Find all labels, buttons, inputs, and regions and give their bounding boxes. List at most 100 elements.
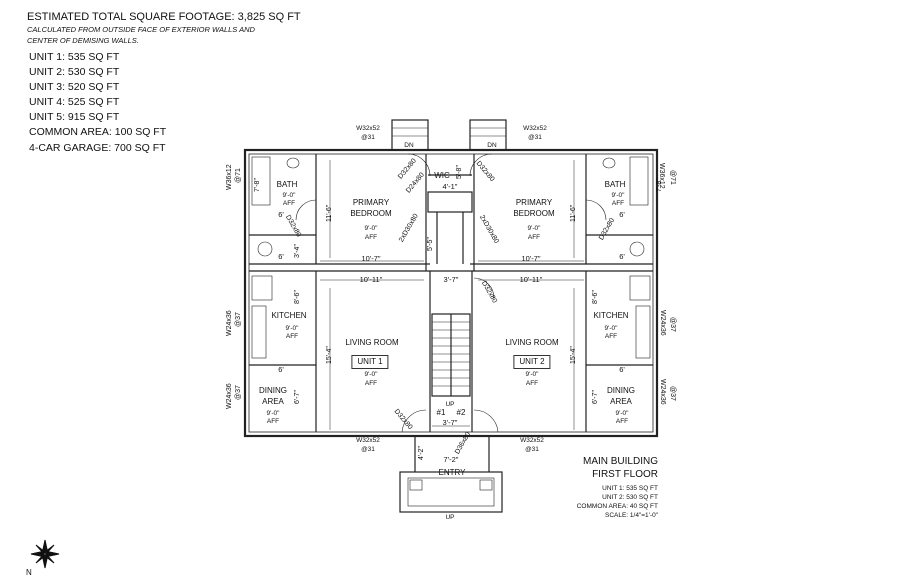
dim-wic-depth: 5'-8" (456, 165, 463, 179)
kitchen-aff-right-2: AFF (604, 333, 618, 340)
area-common: COMMON AREA: 100 SQ FT (29, 126, 167, 138)
dn-label-right: DN (487, 142, 497, 149)
kitchen-label-left: KITCHEN (271, 311, 307, 320)
window-dining-left: W24x36 (226, 383, 233, 409)
dining-label-right-1: DINING (607, 386, 635, 395)
bedroom-aff-left: 9'-0" (364, 225, 378, 232)
window-kitchen-right: W24x36 (659, 310, 666, 336)
window-top-left-sill: @31 (361, 134, 375, 141)
dim-living-left: 10'-11" (359, 275, 383, 284)
bedroom-label-left-2: BEDROOM (350, 209, 392, 218)
window-bath-right-sill: @71 (669, 170, 676, 185)
bedroom-aff-right-2: AFF (527, 234, 541, 241)
window-bottom-left-sill: @31 (361, 446, 375, 453)
dining-label-left-2: AREA (262, 397, 284, 406)
drawing-title: ESTIMATED TOTAL SQUARE FOOTAGE: 3,825 SQ… (27, 11, 301, 23)
living-room-label-right: LIVING ROOM (505, 338, 559, 347)
dining-label-left-1: DINING (259, 386, 287, 395)
dim-bedroom-depth-right: 11'-6" (570, 204, 577, 222)
area-unit-1: UNIT 1: 535 SQ FT (29, 51, 120, 63)
kitchen-aff-right: 9'-0" (604, 325, 618, 332)
dim-dining-left: 6' (278, 365, 284, 374)
window-dining-right: W24x36 (659, 379, 666, 405)
north-arrow-icon (30, 539, 60, 569)
bedroom-aff-left-2: AFF (364, 234, 378, 241)
dim-bedroom-left: 10'-7" (361, 254, 381, 263)
kitchen-aff-left-2: AFF (285, 333, 299, 340)
entry-label: ENTRY (438, 468, 466, 477)
dim-living-depth-right: 15'-4" (570, 346, 577, 364)
dim-kitchen-depth-right: 8'-6" (592, 290, 599, 304)
area-garage: 4-CAR GARAGE: 700 SQ FT (29, 142, 166, 154)
dim-bath-depth-left: 7'-8" (254, 178, 261, 192)
dim-bath-left: 6' (278, 210, 284, 219)
dim-entry-depth: 4'-2" (418, 446, 425, 460)
dn-label-left: DN (404, 142, 414, 149)
dim-living-right: 10'-11" (519, 275, 543, 284)
kitchen-label-right: KITCHEN (593, 311, 629, 320)
window-kitchen-left: W24x36 (226, 310, 233, 336)
living-room-label-left: LIVING ROOM (345, 338, 399, 347)
living-aff-right: 9'-0" (525, 371, 539, 378)
window-top-right: W32x52 (523, 125, 547, 132)
window-bottom-right-sill: @31 (525, 446, 539, 453)
stair-1-label: #1 (436, 408, 446, 417)
window-dining-left-sill: @37 (235, 385, 242, 400)
window-kitchen-left-sill: @37 (235, 312, 242, 327)
dim-laundry-right: 6' (619, 252, 625, 261)
dining-label-right-2: AREA (610, 397, 632, 406)
stair-up-label: UP (445, 401, 455, 408)
living-aff-right-2: AFF (525, 380, 539, 387)
living-aff-left-2: AFF (364, 380, 378, 387)
dim-laundry-depth: 3'-4" (294, 244, 301, 258)
window-bottom-left: W32x52 (356, 437, 380, 444)
area-unit-5: UNIT 5: 915 SQ FT (29, 111, 120, 123)
dining-aff-right-2: AFF (615, 418, 629, 425)
dim-dining-right: 6' (619, 365, 625, 374)
dim-bedroom-right: 10'-7" (521, 254, 541, 263)
dining-aff-left-2: AFF (266, 418, 280, 425)
bath-label-left: BATH (276, 180, 298, 189)
living-aff-left: 9'-0" (364, 371, 378, 378)
area-unit-2: UNIT 2: 530 SQ FT (29, 66, 120, 78)
area-unit-4: UNIT 4: 525 SQ FT (29, 96, 120, 108)
title-block: MAIN BUILDING FIRST FLOOR UNIT 1: 535 SQ… (560, 454, 658, 524)
window-bath-left: W36x12 (226, 164, 233, 190)
window-bath-left-sill: @71 (235, 168, 242, 183)
dim-dining-depth-left: 6'-7" (294, 390, 301, 404)
dim-bedroom-depth-left: 11'-6" (326, 204, 333, 222)
bath-aff-right: 9'-0" (611, 192, 625, 199)
window-top-left: W32x52 (356, 125, 380, 132)
bedroom-label-right-1: PRIMARY (515, 198, 553, 207)
dining-aff-right: 9'-0" (615, 410, 629, 417)
dim-hall: 3'-7" (443, 275, 459, 284)
title-block-floor: FIRST FLOOR (592, 469, 658, 480)
calculation-note-cont: CENTER OF DEMISING WALLS. (27, 36, 139, 45)
window-dining-right-sill: @37 (669, 386, 676, 401)
title-block-scale: SCALE: 1/4"=1'-0" (604, 512, 658, 519)
dim-laundry-left: 6' (278, 252, 284, 261)
north-label: N (26, 568, 32, 577)
window-top-right-sill: @31 (528, 134, 542, 141)
stair-2-label: #2 (456, 408, 466, 417)
window-bottom-right: W32x52 (520, 437, 544, 444)
window-kitchen-right-sill: @37 (669, 317, 676, 332)
bath-aff-right-2: AFF (611, 200, 625, 207)
dim-entry-width: 7'-2" (443, 455, 459, 464)
dining-aff-left: 9'-0" (266, 410, 280, 417)
dim-closet-depth: 5'-5" (427, 237, 434, 251)
dim-wic-width: 4'-1" (442, 182, 458, 191)
title-block-unit-2: UNIT 2: 530 SQ FT (602, 494, 658, 501)
title-block-unit-1: UNIT 1: 535 SQ FT (602, 485, 658, 492)
dim-stair-width: 3'-7" (442, 418, 458, 427)
unit-1-tag: UNIT 1 (351, 355, 389, 369)
dim-bath-depth-right: 7'-8" (656, 178, 663, 192)
unit-2-tag: UNIT 2 (513, 355, 551, 369)
area-unit-3: UNIT 3: 520 SQ FT (29, 81, 120, 93)
bath-aff-left-2: AFF (282, 200, 296, 207)
title-block-building: MAIN BUILDING (582, 456, 658, 467)
wic-label: WIC (434, 171, 450, 180)
kitchen-aff-left: 9'-0" (285, 325, 299, 332)
title-block-common: COMMON AREA: 40 SQ FT (576, 503, 658, 510)
